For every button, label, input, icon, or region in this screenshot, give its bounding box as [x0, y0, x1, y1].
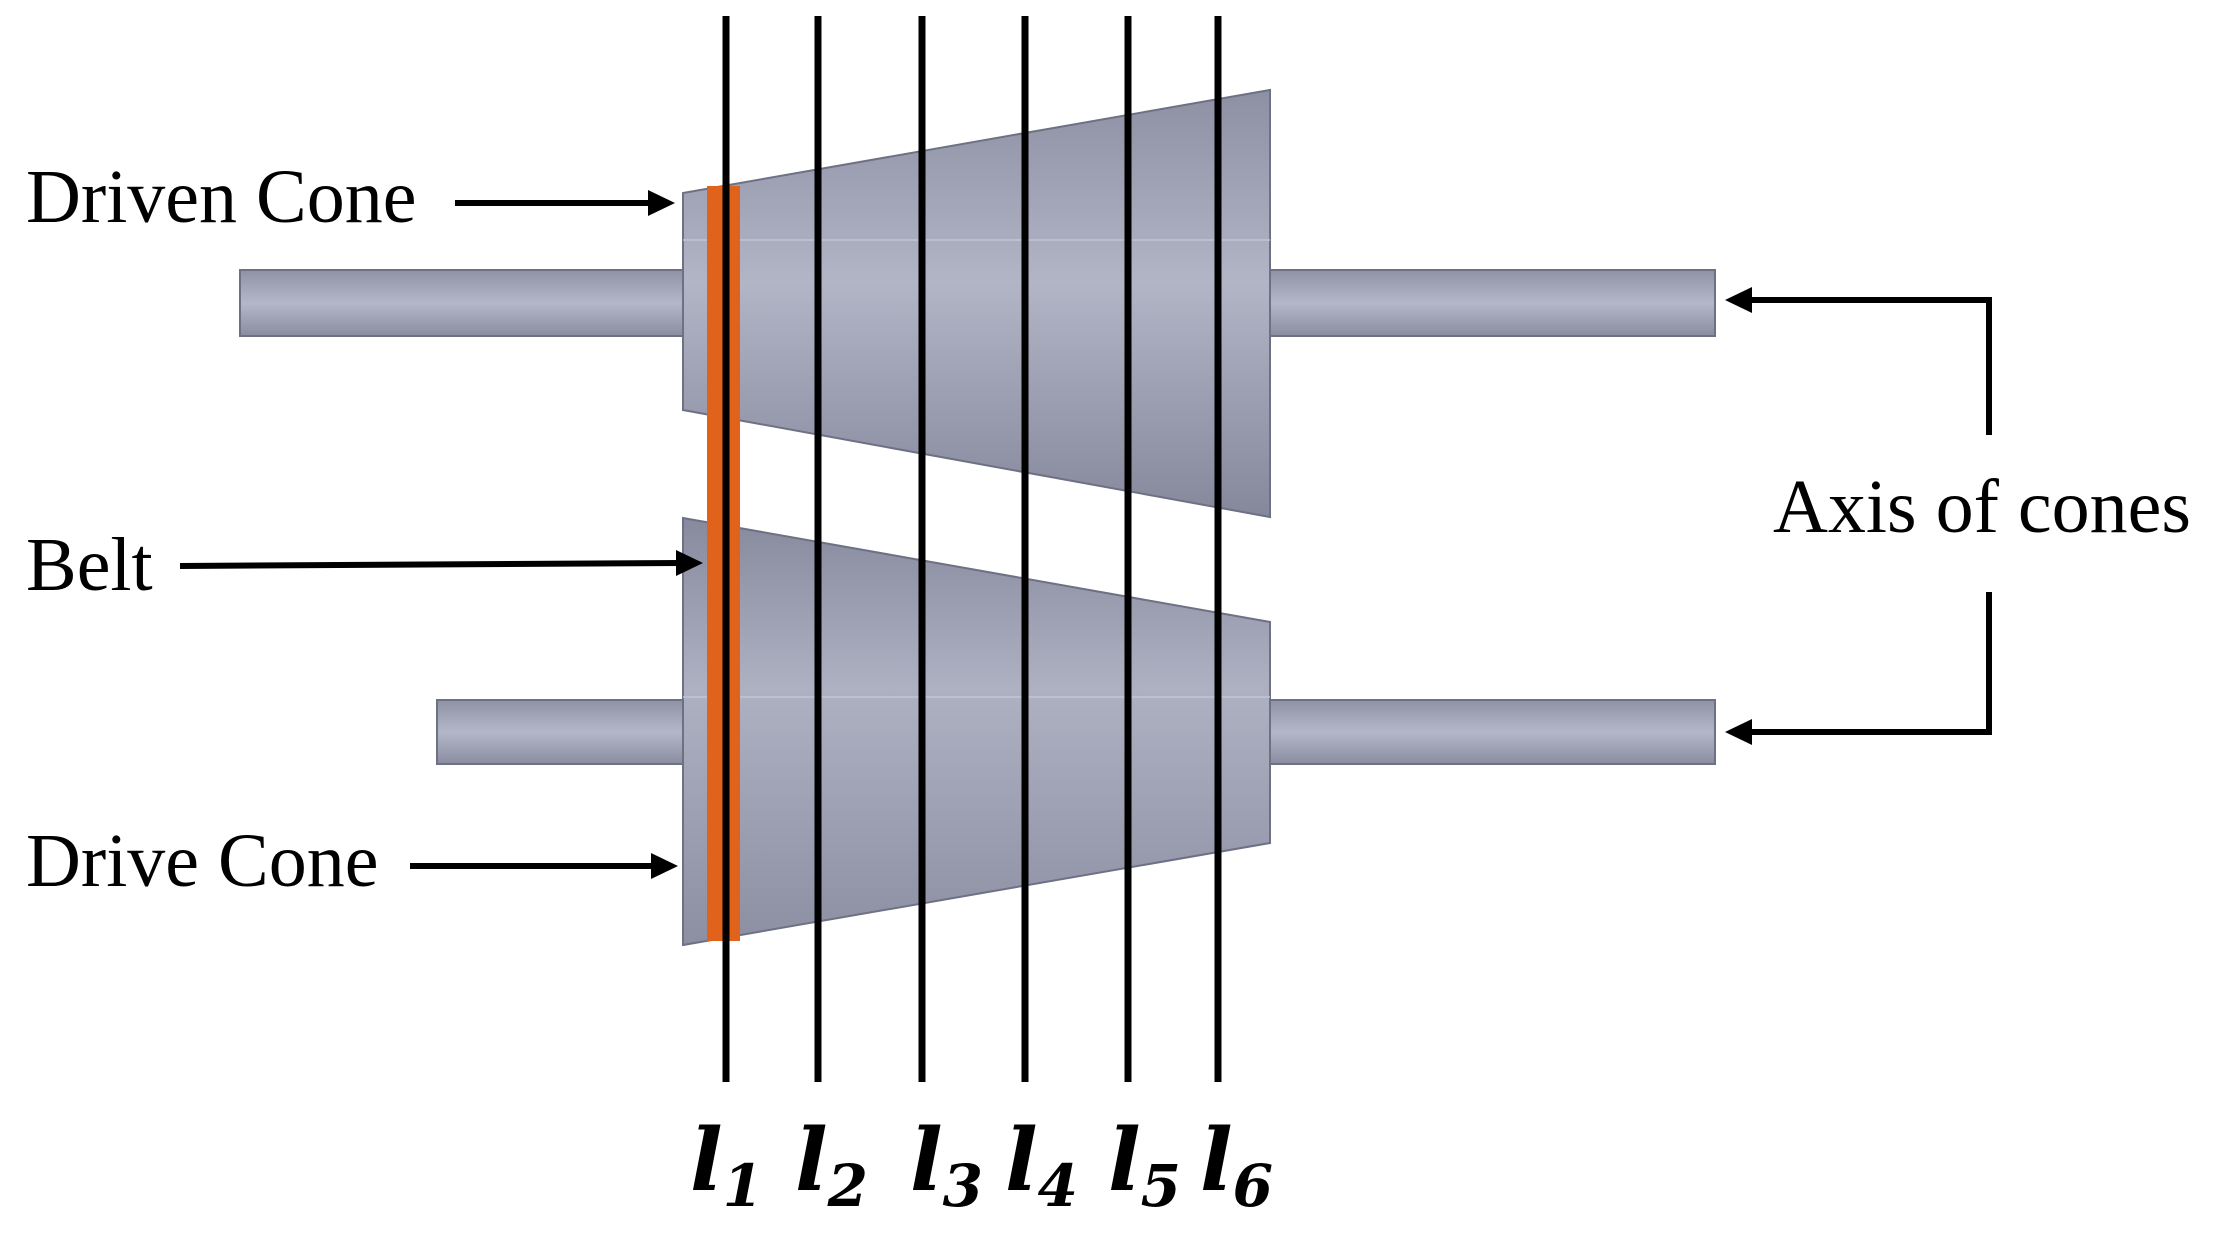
- line-label-l2: l2: [795, 1110, 868, 1220]
- drive-cone: [682, 516, 1271, 947]
- arrow-axis-lower: [1725, 592, 1992, 745]
- label-drive-cone: Drive Cone: [26, 819, 378, 903]
- arrow-axis-upper: [1725, 287, 1992, 435]
- arrow-drive-cone: [410, 853, 678, 879]
- driven-shaft-left: [239, 269, 686, 337]
- driven-shaft-right: [1269, 269, 1716, 337]
- label-belt: Belt: [26, 523, 153, 607]
- line-labels: l1 l2 l3 l4 l5 l6: [690, 1110, 1273, 1220]
- arrow-belt: [179, 550, 703, 576]
- line-label-l6: l6: [1200, 1110, 1273, 1220]
- drive-shaft-right: [1269, 699, 1716, 765]
- drive-shaft-left: [436, 699, 686, 765]
- line-label-l5: l5: [1108, 1110, 1181, 1220]
- line-label-l1: l1: [690, 1110, 763, 1220]
- driven-cone: [682, 88, 1271, 519]
- label-axis-of-cones: Axis of cones: [1773, 465, 2191, 549]
- arrow-driven-cone: [455, 190, 675, 216]
- label-driven-cone: Driven Cone: [26, 155, 416, 239]
- line-label-l3: l3: [910, 1110, 983, 1220]
- line-label-l4: l4: [1005, 1110, 1078, 1220]
- vertical-lines: [722, 16, 1222, 1082]
